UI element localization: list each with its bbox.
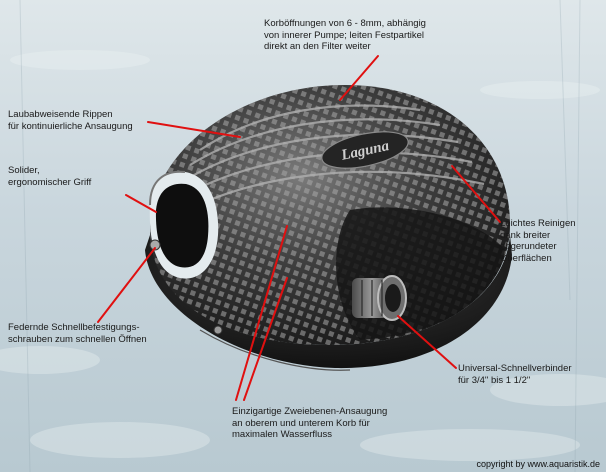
pointer-top — [339, 55, 379, 101]
annotation-top-openings: Korböffnungen von 6 - 8mm, abhängig von … — [264, 18, 426, 52]
pointer-intake-1 — [235, 225, 288, 401]
quick-connector — [352, 275, 407, 321]
annotation-screws: Federnde Schnellbefestigungs- schrauben … — [8, 322, 147, 345]
ergonomic-handle — [149, 170, 219, 279]
pointer-ribs — [147, 121, 241, 138]
annotation-ribs: Laubabweisende Rippen für kontinuierlich… — [8, 109, 133, 132]
pointer-clean — [451, 165, 501, 223]
clip-screw — [149, 239, 161, 251]
annotation-cleaning: Leichtes Reinigen dank breiter abgerunde… — [500, 218, 576, 264]
pointer-screws — [97, 247, 156, 323]
pointer-connector — [397, 315, 457, 369]
annotation-grip: Solider, ergonomischer Griff — [8, 165, 92, 188]
copyright-note: copyright by www.aquaristik.de — [476, 459, 600, 469]
pointer-intake-2 — [243, 277, 288, 401]
annotation-connector: Universal-Schnellverbinder für 3/4" bis … — [458, 363, 572, 386]
annotation-intake: Einzigartige Zweiebenen-Ansaugung an obe… — [232, 406, 388, 440]
pump-shell: Laguna — [150, 85, 510, 345]
pointer-grip — [125, 194, 157, 213]
pointer-lines — [97, 55, 501, 401]
